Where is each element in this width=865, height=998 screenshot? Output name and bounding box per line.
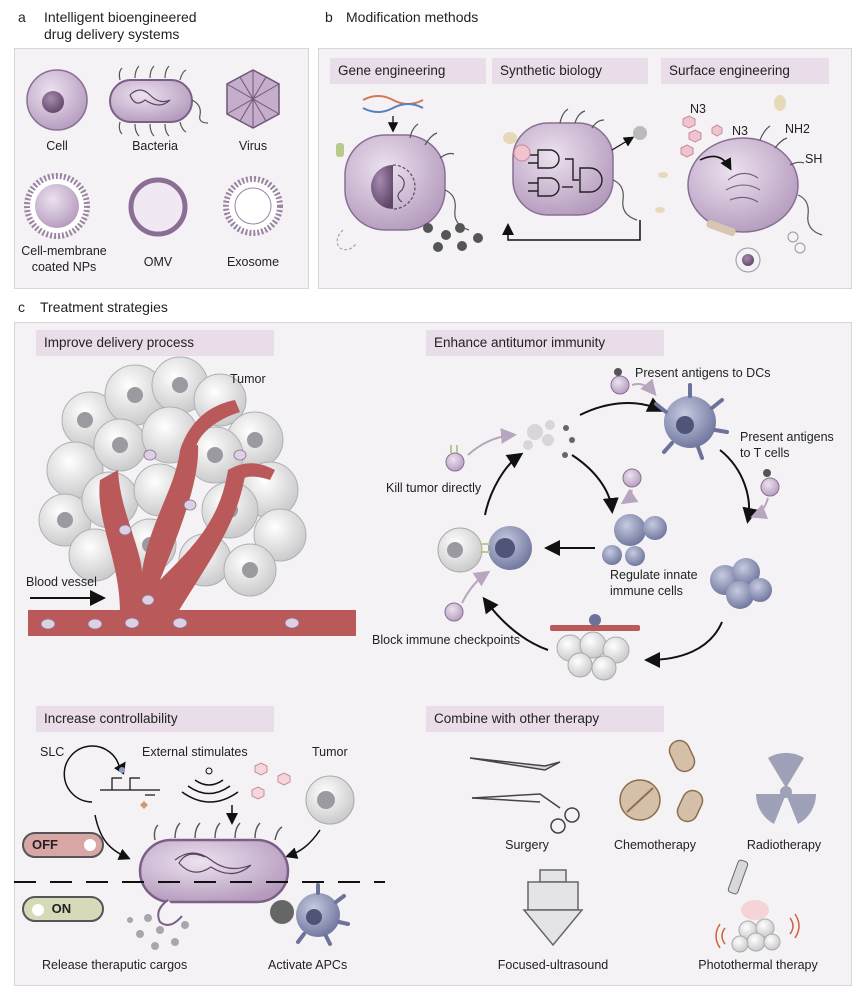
large-bacteria [138,822,290,926]
label-regulate-2: immune cells [610,584,683,598]
label-focused-ultrasound: Focused-ultrasound [497,958,609,972]
tumor-cell-small [305,775,355,825]
label-coated-nps: coated NPs [31,260,97,274]
label-activate: Activate APCs [268,958,348,972]
off-toggle[interactable]: OFF [22,832,104,858]
surface-engineering-cell [655,67,823,273]
omv-icon [128,177,188,237]
label-release: Release theraputic cargos [42,958,188,972]
label-surgery: Surgery [505,838,549,852]
label-cell-membrane: Cell-membrane [21,244,107,258]
label-present-t-1: Present antigens [740,430,834,444]
label-virus: Virus [238,139,268,153]
toggle-knob-on [32,903,44,916]
label-photothermal: Photothermal therapy [698,958,818,972]
header-gene-engineering: Gene engineering [330,58,486,84]
label-bacteria: Bacteria [132,139,178,153]
cell-icon [26,69,88,131]
exosome-icon [223,176,283,236]
label-n3-b: N3 [732,124,748,138]
toggle-knob-off [84,839,96,851]
header-surface-engineering: Surface engineering [661,58,829,84]
label-tumor-2: Tumor [312,745,348,759]
killed-tumor-cell [437,527,483,573]
panel-c-letter: c [18,299,25,315]
header-synthetic-biology: Synthetic biology [492,58,648,84]
label-chemotherapy: Chemotherapy [614,838,696,852]
label-tumor: Tumor [230,372,266,386]
label-sh: SH [805,152,823,166]
label-nh2: NH2 [785,122,811,136]
dendritic-cell [654,383,729,460]
label-block-checkpoints: Block immune checkpoints [372,633,520,647]
panel-a-letter: a [18,9,26,25]
header-enhance-immunity: Enhance antitumor immunity [426,330,664,356]
label-n3-a: N3 [690,102,706,116]
header-improve-delivery: Improve delivery process [36,330,274,356]
label-slc: SLC [40,745,65,759]
label-present-dcs: Present antigens to DCs [635,366,771,380]
label-blood-vessel: Blood vessel [26,575,97,589]
controllability-art [14,745,385,950]
panel-c-title: Treatment strategies [40,299,168,315]
chemotherapy-icon [619,739,704,823]
label-kill-tumor: Kill tumor directly [386,481,482,495]
immunity-cycle [437,368,780,681]
killer-cell [480,526,532,570]
therapy-icons [469,739,816,953]
checkpoint-tumor [550,614,640,681]
panel-a-title-1: Intelligent bioengineered [44,9,197,25]
panel-b-letter: b [325,9,333,25]
on-toggle[interactable]: ON [22,896,104,922]
label-regulate-1: Regulate innate [610,568,698,582]
virus-icon [226,69,280,129]
blood-vessel [28,400,356,636]
panel-a-title-2: drug delivery systems [44,26,180,42]
on-label: ON [51,901,72,916]
cell-membrane-np-icon [24,173,90,239]
apc-cell [296,883,350,946]
label-present-t-2: to T cells [740,446,790,460]
label-omv: OMV [143,255,173,269]
label-radiotherapy: Radiotherapy [746,838,822,852]
bacteria-icon [109,65,209,137]
t-cells [710,558,772,609]
header-combine-therapy: Combine with other therapy [426,706,664,732]
gene-engineering-cell [336,95,483,252]
header-increase-controllability: Increase controllability [36,706,274,732]
focused-ultrasound-icon [522,869,584,947]
label-external: External stimulates [142,745,248,759]
synthetic-biology-cell [502,108,647,241]
innate-cells [602,514,667,566]
off-label: OFF [32,837,58,852]
radiotherapy-icon [756,752,816,824]
label-cell: Cell [46,139,68,153]
label-exosome: Exosome [226,255,280,269]
photothermal-icon [715,859,800,953]
panel-b-title: Modification methods [346,9,479,25]
surgery-icon [469,757,580,834]
